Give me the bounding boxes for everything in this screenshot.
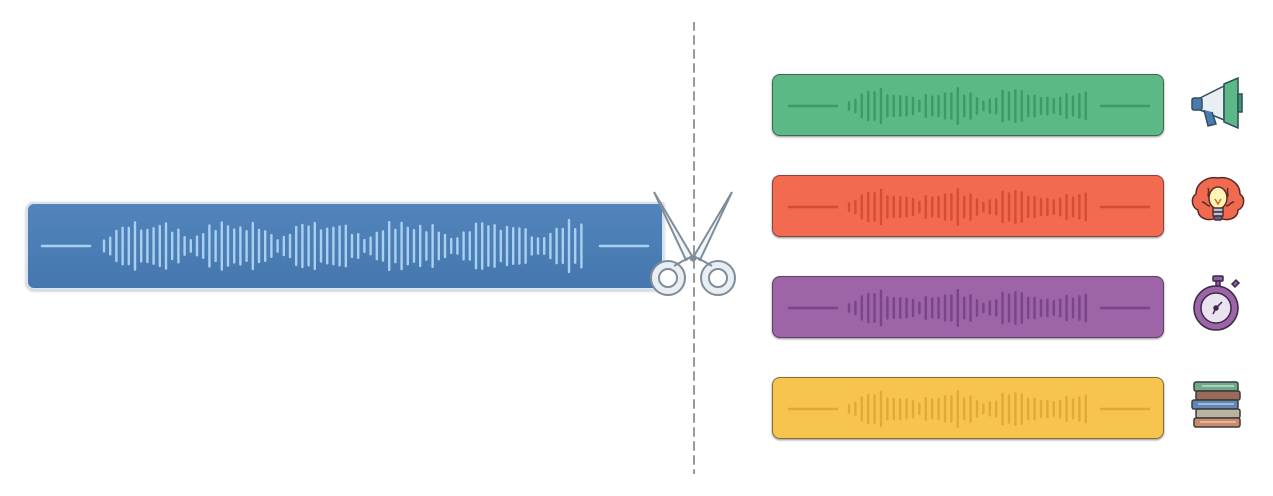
- stopwatch-icon: [1193, 275, 1241, 331]
- lightbulb-brain-icon: [1191, 176, 1245, 221]
- clip-waveform: [787, 289, 1151, 327]
- clip-waveform: [787, 87, 1151, 125]
- megaphone-icon: [1191, 76, 1243, 130]
- clip-waveform: [787, 188, 1151, 226]
- clip-waveform: [787, 390, 1151, 428]
- clip-orange: [772, 175, 1164, 237]
- clip-yellow: [772, 377, 1164, 439]
- clip-purple: [772, 276, 1164, 338]
- source-audio-clip: [26, 202, 664, 290]
- book-stack-icon: [1191, 381, 1241, 428]
- source-waveform: [40, 218, 650, 274]
- scissors-icon: [650, 191, 736, 296]
- clip-green: [772, 74, 1164, 136]
- cut-divider: [693, 22, 695, 474]
